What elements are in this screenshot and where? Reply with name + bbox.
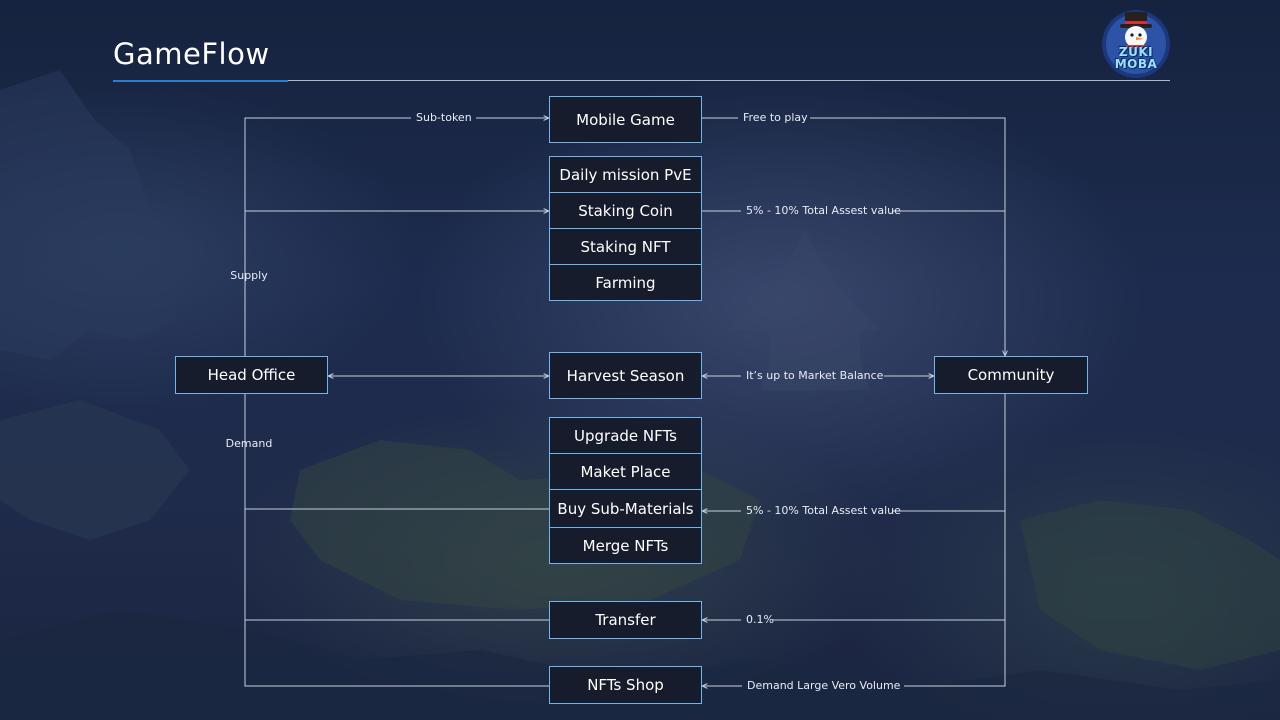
node-staking-nft: Staking NFT xyxy=(549,228,702,265)
node-nfts-shop: NFTs Shop xyxy=(549,666,702,704)
snowman-mascot-icon xyxy=(1102,10,1170,78)
label-market-balance: It’s up to Market Balance xyxy=(746,369,884,382)
label-materials-value: 5% - 10% Total Assest value xyxy=(746,504,901,517)
node-mobile-game: Mobile Game xyxy=(549,96,702,143)
edge-demand-trunk xyxy=(244,394,549,687)
right-island-silhouette xyxy=(1020,500,1280,670)
node-upgrade-nfts: Upgrade NFTs xyxy=(549,417,702,454)
label-demand-volume: Demand Large Vero Volume xyxy=(747,679,901,692)
node-harvest-season: Harvest Season xyxy=(549,352,702,399)
left-cliff-silhouette xyxy=(0,70,190,360)
node-transfer: Transfer xyxy=(549,601,702,639)
label-staking-value: 5% - 10% Total Assest value xyxy=(746,204,901,217)
node-community: Community xyxy=(934,356,1088,394)
label-transfer-fee: 0.1% xyxy=(746,613,774,626)
bottom-rocks-silhouette xyxy=(0,610,1280,720)
pagoda-silhouette xyxy=(730,230,880,390)
edge-community-trunk xyxy=(904,394,1006,687)
label-supply: Supply xyxy=(230,269,268,282)
logo-line-1: ZUKI xyxy=(1118,45,1154,59)
label-free-to-play: Free to play xyxy=(743,111,808,124)
node-farming: Farming xyxy=(549,264,702,301)
node-daily-mission: Daily mission PvE xyxy=(549,156,702,193)
page-title: GameFlow xyxy=(113,37,270,71)
title-divider xyxy=(113,80,1170,81)
logo-line-2: MOBA xyxy=(1114,57,1158,71)
logo-wordmark: ZUKI MOBA xyxy=(1098,46,1174,70)
edge-supply-trunk xyxy=(244,117,411,356)
node-head-office: Head Office xyxy=(175,356,328,394)
label-demand: Demand xyxy=(225,437,273,450)
edge-free-to-play-b xyxy=(810,117,1005,356)
game-logo: ZUKI MOBA xyxy=(1098,6,1174,80)
node-maket-place: Maket Place xyxy=(549,453,702,490)
floating-island-silhouette xyxy=(0,400,190,540)
node-merge-nfts: Merge NFTs xyxy=(549,527,702,564)
node-buy-sub-materials: Buy Sub-Materials xyxy=(549,489,702,528)
label-sub-token: Sub-token xyxy=(416,111,472,124)
node-staking-coin: Staking Coin xyxy=(549,192,702,229)
title-accent-bar xyxy=(113,80,288,82)
